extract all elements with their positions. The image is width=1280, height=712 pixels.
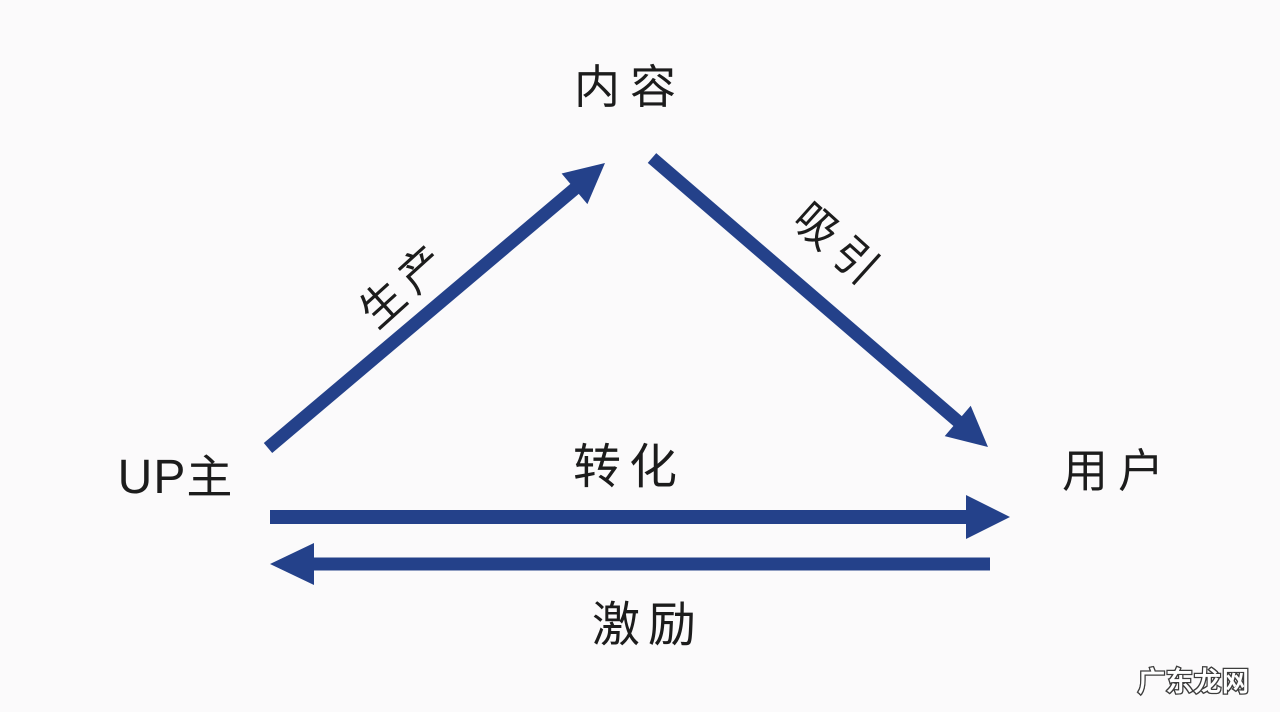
node-label-content: 内容: [574, 62, 686, 113]
produce-arrow: [263, 163, 605, 453]
incentivize-arrow: [270, 543, 990, 585]
edge-label-incentivize: 激励: [591, 599, 705, 652]
node-label-up-host-cjk: 主: [186, 452, 243, 503]
convert-arrow: [270, 495, 1010, 539]
node-label-up-host: UP主: [118, 454, 243, 502]
edge-label-convert: 转化: [572, 441, 686, 494]
watermark: 广东龙网: [1137, 666, 1251, 699]
attract-arrow: [647, 153, 988, 447]
node-label-user: 用户: [1062, 446, 1174, 497]
node-label-up-host-latin: UP: [117, 451, 187, 504]
